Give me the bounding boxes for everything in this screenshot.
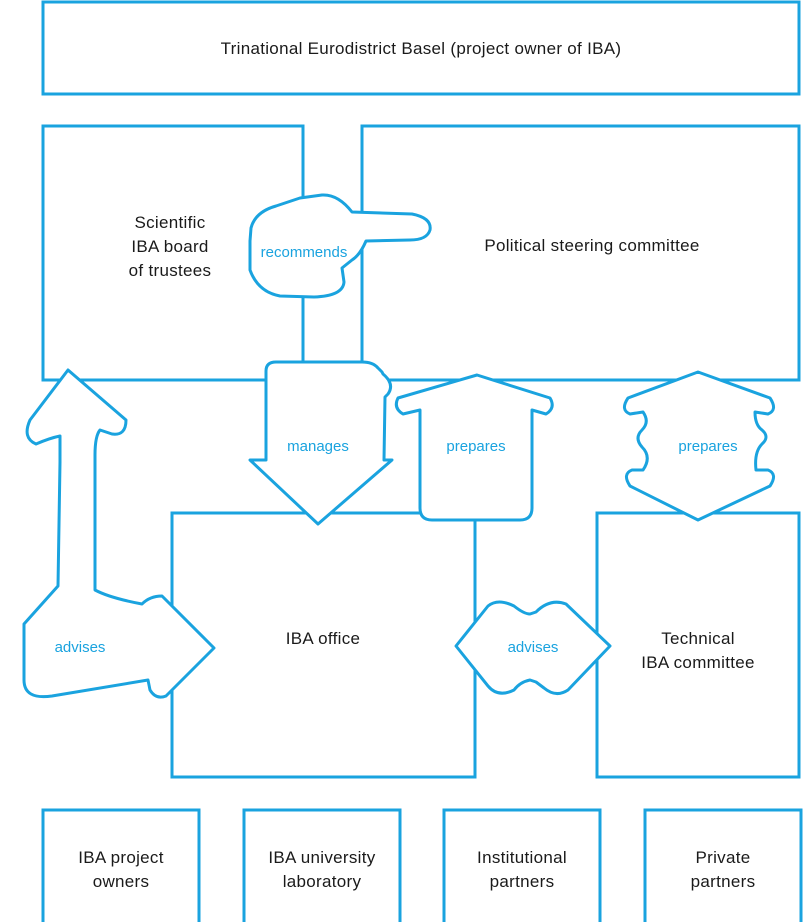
scientific-board-label-3: of trustees	[129, 261, 212, 280]
project-owners-label-2: owners	[93, 872, 150, 891]
project-owners-label-1: IBA project	[78, 848, 164, 867]
scientific-board-label-2: IBA board	[131, 237, 208, 256]
advises-left-arrow	[22, 368, 216, 699]
iba-office-label: IBA office	[286, 629, 361, 648]
institutional-partners-box	[442, 808, 602, 922]
prepares-technical-arrow	[623, 370, 775, 522]
university-lab-label-1: IBA university	[268, 848, 375, 867]
eurodistrict-label: Trinational Eurodistrict Basel (project …	[221, 39, 622, 58]
advises-right-label: advises	[508, 639, 559, 656]
scientific-board-label-1: Scientific	[134, 213, 205, 232]
advises-left-label: advises	[55, 639, 106, 656]
recommends-label: recommends	[261, 244, 348, 261]
technical-committee-box	[595, 511, 801, 779]
technical-committee-label-2: IBA committee	[641, 653, 755, 672]
manages-label: manages	[287, 438, 349, 455]
prepares-technical-label: prepares	[678, 438, 737, 455]
private-partners-label-1: Private	[695, 848, 750, 867]
prepares-office-label: prepares	[446, 438, 505, 455]
private-partners-box	[643, 808, 803, 922]
eurodistrict-box	[41, 0, 801, 96]
manages-arrow	[248, 360, 394, 526]
advises-right-arrow	[454, 600, 612, 695]
institutional-partners-label-2: partners	[490, 872, 555, 891]
recommends-pointing-hand	[248, 193, 432, 299]
university-lab-label-2: laboratory	[283, 872, 362, 891]
iba-office-box	[170, 511, 477, 779]
private-partners-label-2: partners	[691, 872, 756, 891]
political-committee-box	[360, 124, 801, 382]
political-committee-label: Political steering committee	[484, 236, 699, 255]
institutional-partners-label-1: Institutional	[477, 848, 567, 867]
prepares-office-arrow	[394, 373, 554, 522]
university-lab-box	[242, 808, 402, 922]
project-owners-box	[41, 808, 201, 922]
technical-committee-label-1: Technical	[661, 629, 735, 648]
